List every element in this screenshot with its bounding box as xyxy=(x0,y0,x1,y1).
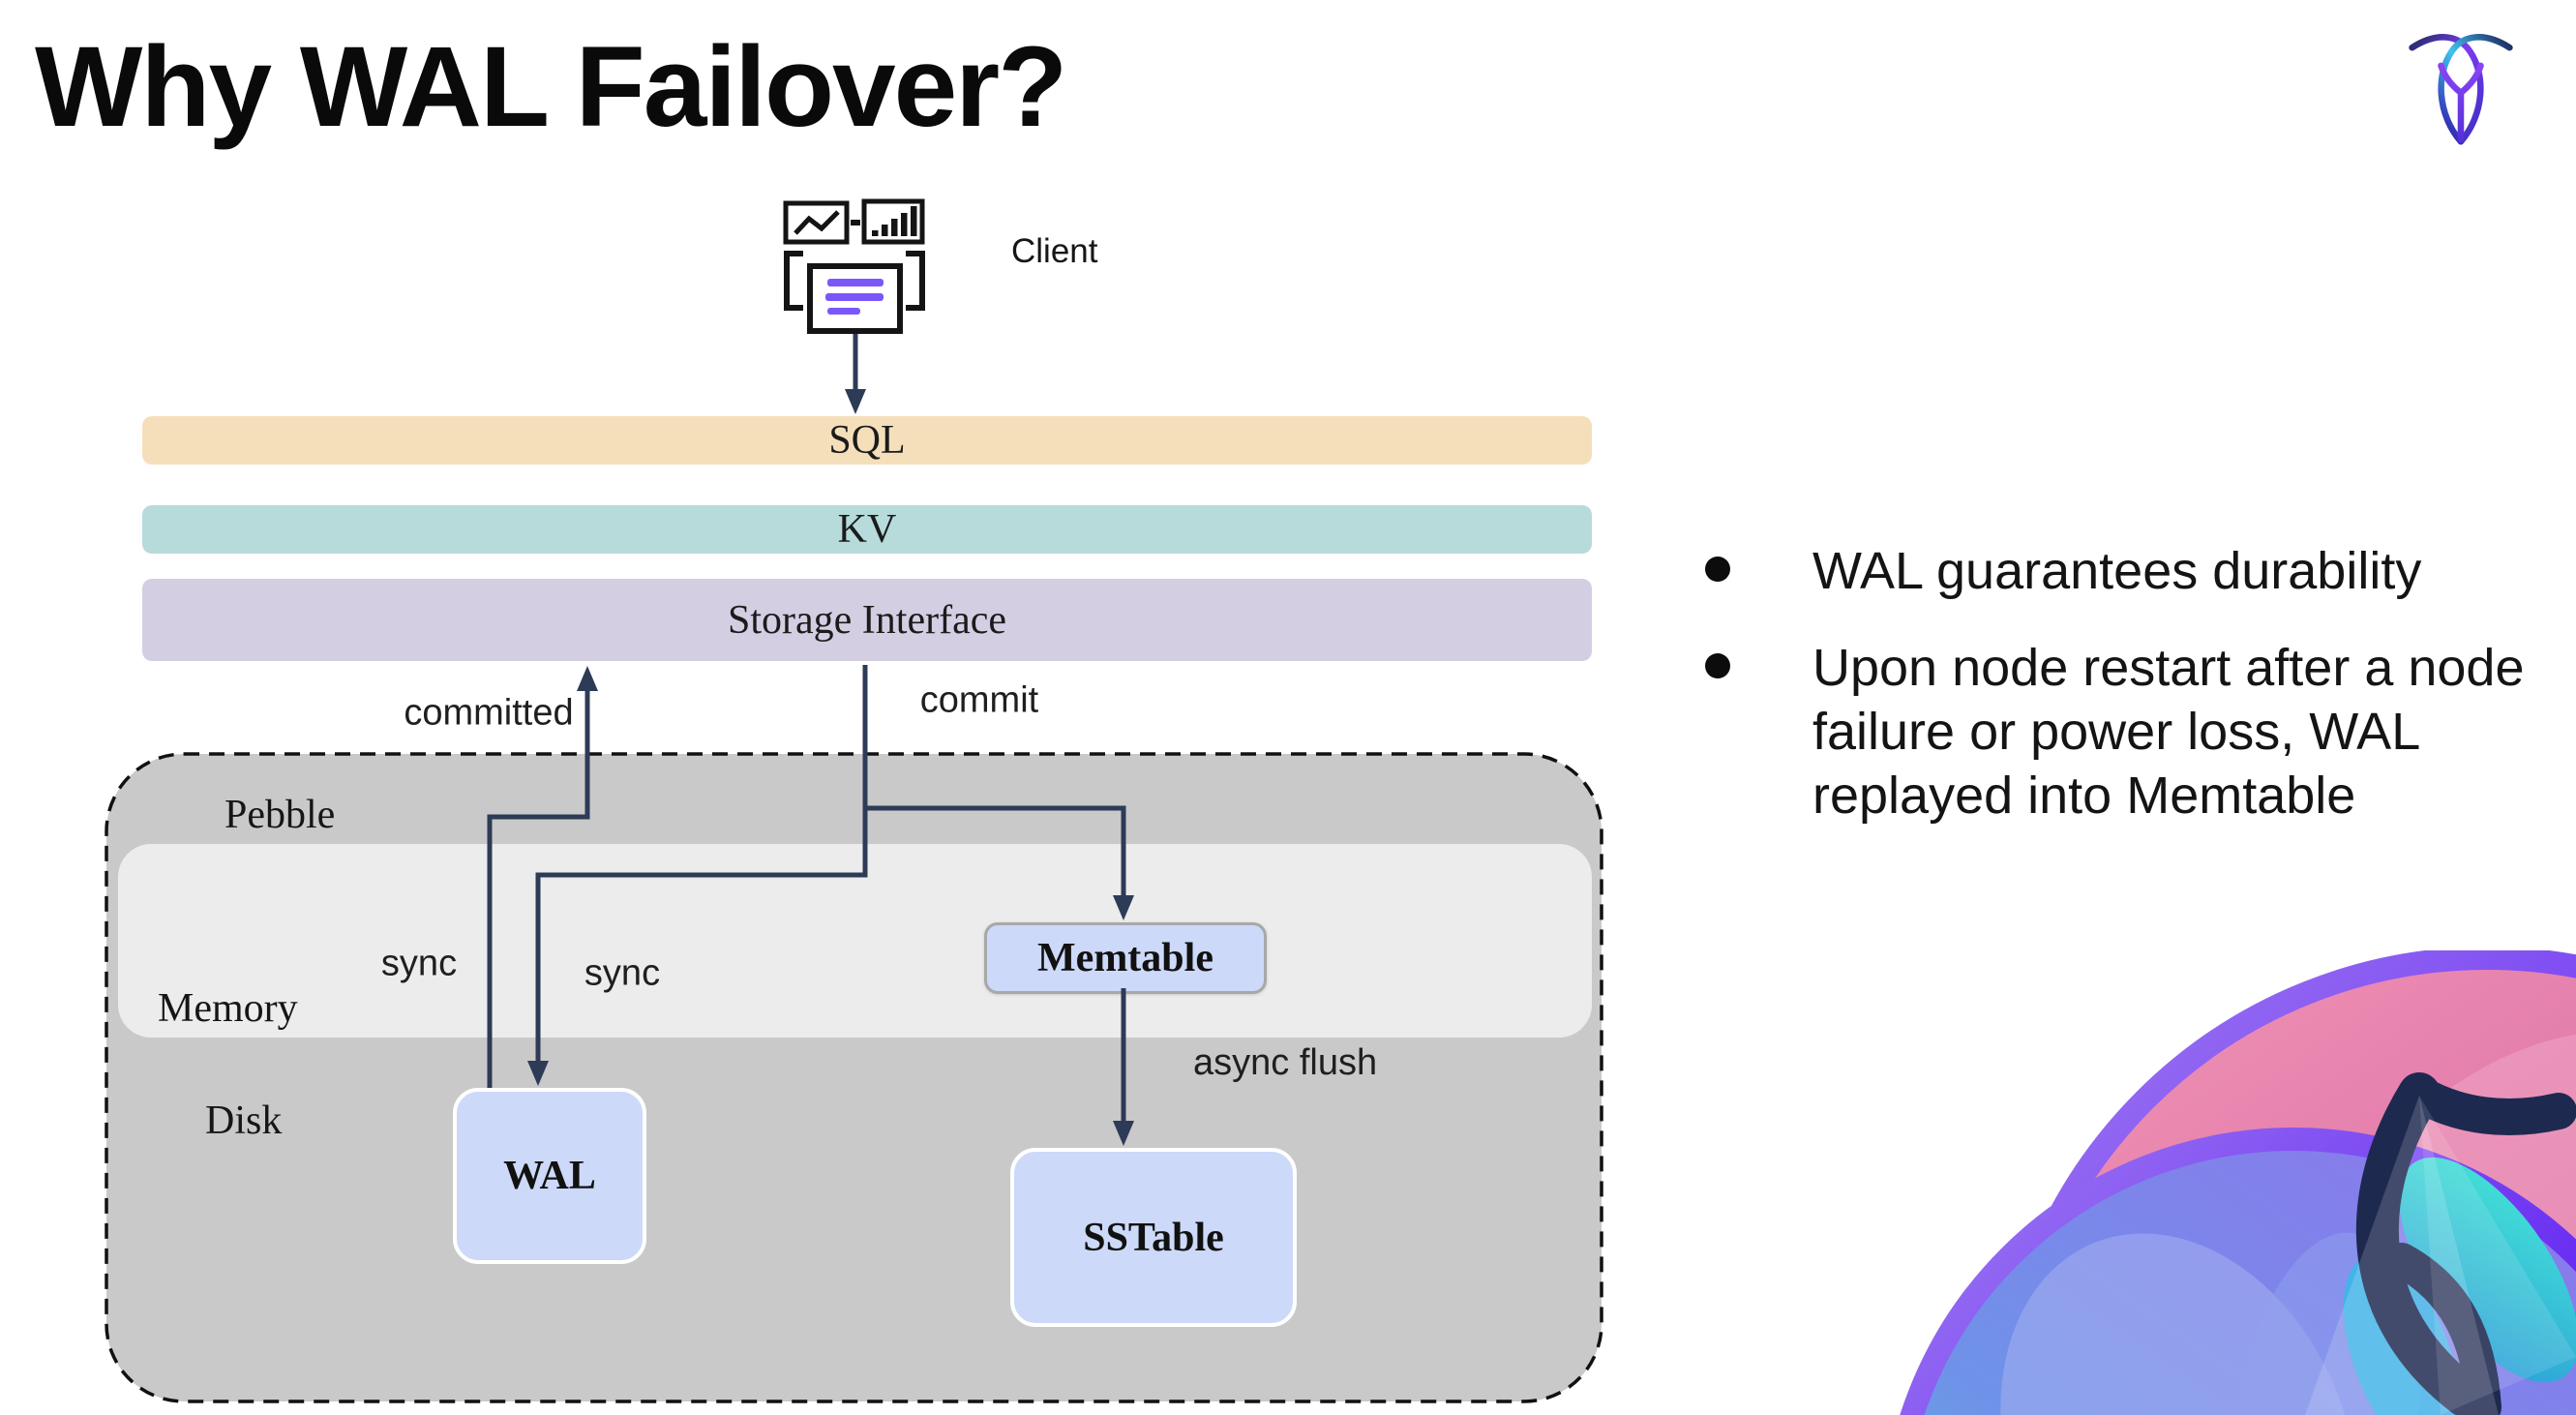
pebble-label: Pebble xyxy=(225,793,336,837)
sstable-node: SSTable xyxy=(1010,1148,1297,1327)
wal-node: WAL xyxy=(453,1088,646,1264)
cockroachdb-logo xyxy=(2409,34,2513,145)
client-label: Client xyxy=(1011,232,1098,270)
bullet-text: Upon node restart after a node failure o… xyxy=(1812,639,2525,825)
edge-label-async-flush: async flush xyxy=(1193,1042,1378,1083)
memory-zone-label: Memory xyxy=(158,986,298,1031)
bullet-text: WAL guarantees durability xyxy=(1812,542,2422,600)
client-workstation-icon xyxy=(783,198,925,334)
bracket-left-icon xyxy=(784,251,803,311)
edge-label-committed: committed xyxy=(404,692,574,734)
layer-kv: KV xyxy=(142,505,1592,554)
edge-label-sync-left: sync xyxy=(380,943,458,984)
bullet-icon xyxy=(1705,653,1730,678)
memory-zone xyxy=(118,844,1592,1038)
line-chart-icon xyxy=(794,210,840,235)
list-item: WAL guarantees durability xyxy=(1705,539,2576,603)
sstable-node-label: SSTable xyxy=(1083,1215,1224,1260)
page-title: Why WAL Failover? xyxy=(35,23,1067,151)
memtable-node: Memtable xyxy=(984,922,1267,994)
wal-node-label: WAL xyxy=(503,1154,596,1198)
document-icon xyxy=(807,263,903,334)
arrow-client-to-sql xyxy=(845,331,866,414)
layer-sql-label: SQL xyxy=(828,418,906,463)
brand-sphere-art xyxy=(1899,950,2576,1415)
memtable-node-label: Memtable xyxy=(1037,936,1213,980)
document-text-lines xyxy=(825,279,884,315)
list-item: Upon node restart after a node failure o… xyxy=(1705,636,2576,828)
disk-zone-label: Disk xyxy=(205,1099,283,1143)
edge-label-commit: commit xyxy=(919,679,1039,721)
layer-storage-interface-label: Storage Interface xyxy=(728,597,1006,643)
bar-chart-icon xyxy=(872,206,917,236)
layer-kv-label: KV xyxy=(837,507,897,552)
bracket-right-icon xyxy=(906,251,925,311)
edge-label-sync-right: sync xyxy=(584,952,661,994)
bullet-icon xyxy=(1705,557,1730,582)
layer-sql: SQL xyxy=(142,416,1592,465)
layer-storage-interface: Storage Interface xyxy=(142,579,1592,661)
bullet-list: WAL guarantees durability Upon node rest… xyxy=(1705,539,2576,828)
